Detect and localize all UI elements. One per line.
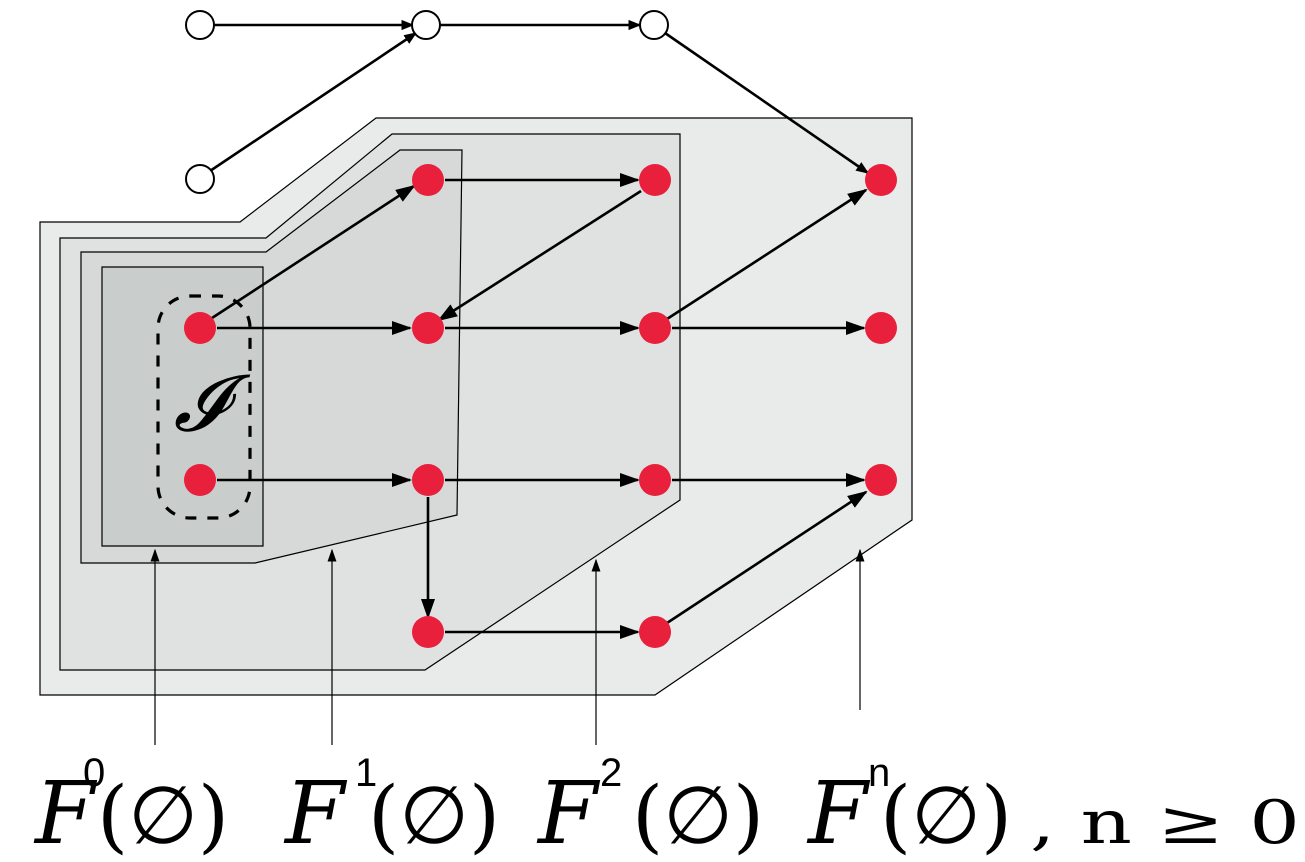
label-f0-arg: (∅)	[97, 769, 229, 862]
red-node	[865, 164, 897, 196]
red-node	[412, 164, 444, 196]
outer-node	[185, 10, 215, 40]
red-node	[412, 464, 444, 496]
edge-top-c-n1	[664, 31, 870, 175]
label-fn-sup: n	[868, 751, 890, 795]
label-f0: F 0 (∅)	[33, 751, 229, 862]
label-f1: F 1 (∅)	[283, 751, 500, 862]
label-f2-arg: (∅)	[632, 769, 764, 862]
label-fn: F n (∅) , n ≥ 0	[806, 751, 1300, 862]
label-f1-arg: (∅)	[368, 769, 500, 862]
edge-b2-c1	[666, 188, 868, 321]
edge-i1-a1	[211, 184, 416, 320]
red-node	[639, 312, 671, 344]
label-fn-suffix: , n ≥ 0	[1030, 788, 1300, 858]
outer-node	[185, 164, 215, 194]
red-node	[639, 164, 671, 196]
outer-node	[639, 10, 669, 40]
outer-node	[411, 10, 441, 40]
red-node	[865, 464, 897, 496]
red-node	[865, 312, 897, 344]
label-f1-sup: 1	[355, 751, 377, 795]
red-node	[184, 312, 216, 344]
label-f2-sup: 2	[600, 751, 622, 795]
red-node	[184, 464, 216, 496]
red-node	[639, 616, 671, 648]
label-f0-sup: 0	[83, 751, 105, 795]
edge-b1-a2	[437, 189, 642, 322]
edge-b4-c3	[666, 490, 868, 625]
initial-set-outline	[156, 294, 252, 520]
label-fn-arg: (∅)	[880, 769, 1012, 862]
edge-top-d-b	[209, 31, 418, 173]
red-node	[412, 312, 444, 344]
label-fn-main: F	[806, 764, 871, 862]
red-node	[412, 616, 444, 648]
region-f0	[101, 266, 264, 547]
red-node	[639, 464, 671, 496]
label-f2-main: F	[536, 764, 601, 862]
label-f2: F 2 (∅)	[536, 751, 764, 862]
label-f1-main: F	[283, 764, 348, 862]
label-f0-main: F	[33, 764, 98, 862]
